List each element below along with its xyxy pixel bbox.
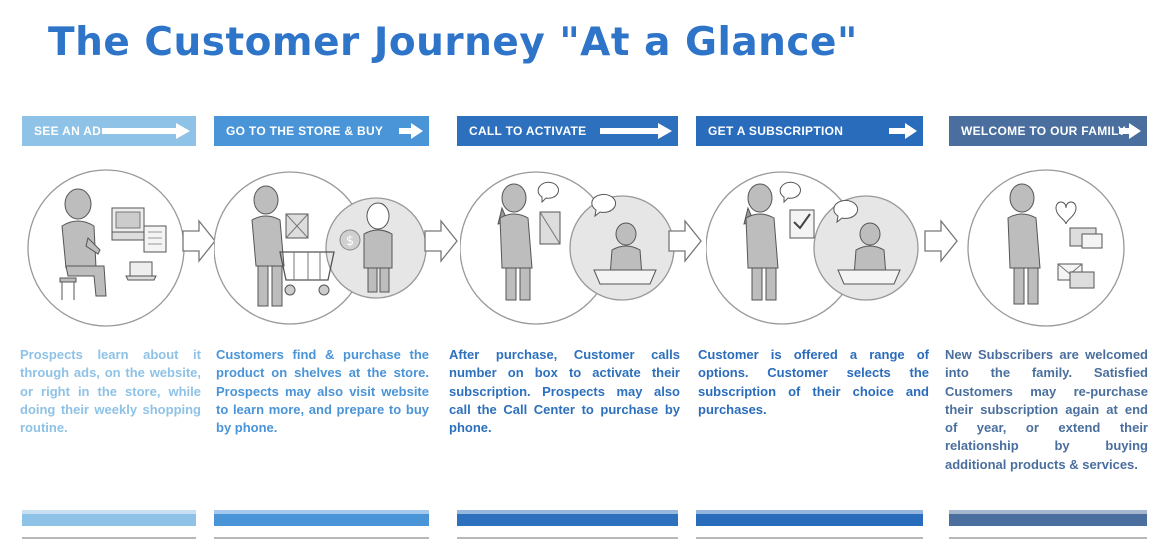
welcome-illustration	[967, 169, 1125, 327]
banner-see-an-ad: SEE AN AD	[22, 116, 196, 146]
bottom-line-1	[22, 537, 196, 539]
banner-label: WELCOME TO OUR FAMILY	[961, 124, 1126, 138]
bottom-bar-5	[949, 514, 1147, 526]
banner-label: SEE AN AD	[34, 124, 102, 138]
right-arrow-icon	[889, 123, 917, 139]
description-call: After purchase, Customer calls number on…	[449, 347, 680, 436]
bottom-bar-4	[696, 514, 923, 526]
outline-right-arrow-icon	[182, 219, 216, 263]
subscription-illustration	[706, 171, 919, 325]
banner-get-subscription: GET A SUBSCRIPTION	[696, 116, 923, 146]
description-welcome: New Subscribers are welcomed into the fa…	[945, 347, 1148, 472]
description-subscription: Customer is offered a range of options. …	[698, 347, 929, 417]
bottom-line-4	[696, 537, 923, 539]
page-title: The Customer Journey "At a Glance"	[48, 20, 858, 65]
call-activate-illustration	[460, 171, 675, 325]
bottom-bar-4-light	[696, 510, 923, 514]
bottom-bar-1-light	[22, 510, 196, 514]
bottom-line-5	[949, 537, 1147, 539]
store-illustration: $	[214, 171, 427, 325]
description-store: Customers find & purchase the product on…	[216, 347, 429, 436]
banner-go-to-store: GO TO THE STORE & BUY	[214, 116, 429, 146]
bottom-bar-1	[22, 514, 196, 526]
right-arrow-icon	[399, 123, 423, 139]
description-see-ad: Prospects learn about it through ads, on…	[20, 347, 201, 436]
right-arrow-icon	[102, 123, 190, 139]
banner-label: GO TO THE STORE & BUY	[226, 124, 384, 138]
bottom-bar-5-light	[949, 510, 1147, 514]
outline-right-arrow-icon	[668, 219, 702, 263]
banner-label: GET A SUBSCRIPTION	[708, 124, 844, 138]
bottom-bar-2	[214, 514, 429, 526]
right-arrow-icon	[1119, 123, 1141, 139]
outline-right-arrow-icon	[424, 219, 458, 263]
bottom-line-2	[214, 537, 429, 539]
banner-label: CALL TO ACTIVATE	[469, 124, 587, 138]
see-ad-illustration	[27, 169, 185, 327]
banner-call-to-activate: CALL TO ACTIVATE	[457, 116, 678, 146]
banner-welcome-family: WELCOME TO OUR FAMILY	[949, 116, 1147, 146]
right-arrow-icon	[600, 123, 672, 139]
dollar-icon: $	[346, 234, 354, 249]
outline-right-arrow-icon	[924, 219, 958, 263]
bottom-bar-2-light	[214, 510, 429, 514]
bottom-bar-3-light	[457, 510, 678, 514]
bottom-line-3	[457, 537, 678, 539]
bottom-bar-3	[457, 514, 678, 526]
